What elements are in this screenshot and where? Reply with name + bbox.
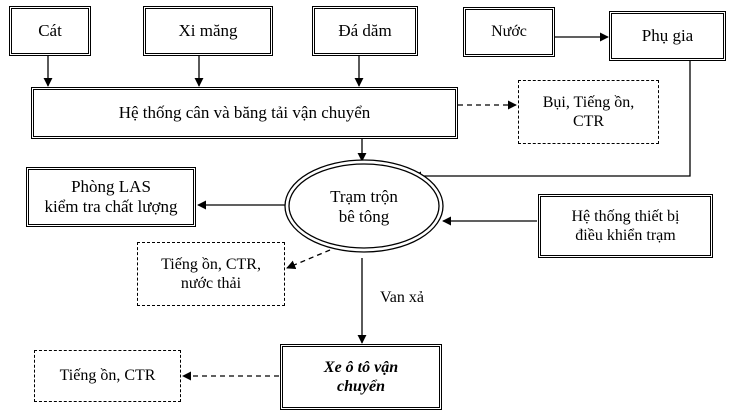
node-tieng-on-ctr-nuoc-thai: Tiếng ồn, CTR, nước thải	[137, 242, 285, 306]
node-bui-tieng-on-line2: CTR	[572, 113, 605, 130]
node-phong-las: Phòng LAS kiểm tra chất lượng	[26, 167, 196, 227]
node-cat: Cát	[9, 6, 91, 56]
tram-tron-inner	[288, 163, 440, 249]
arrow-tramtron-to-nuocthai	[286, 249, 331, 270]
node-nuoc-label: Nước	[491, 23, 527, 41]
node-da-dam-label: Đá dăm	[338, 20, 392, 40]
node-phong-las-line1: Phòng LAS	[71, 176, 151, 196]
node-he-thong-can: Hệ thống cân và băng tải vận chuyển	[31, 87, 458, 139]
node-bui-tieng-on: Bụi, Tiếng ồn, CTR	[518, 80, 659, 144]
node-tram-tron-line2: bê tông	[338, 207, 390, 226]
node-nuoc: Nước	[463, 7, 555, 57]
node-xi-mang: Xi măng	[143, 6, 273, 56]
node-he-thong-thiet-bi: Hệ thống thiết bị điều khiển trạm	[538, 194, 713, 258]
node-tieng-on-ctr: Tiếng ồn, CTR	[34, 350, 181, 402]
node-xe-o-to-line2: chuyển	[337, 378, 385, 395]
node-tram-tron-text: Trạm trộn bê tông	[300, 181, 428, 233]
node-xe-o-to-line1: Xe ô tô vận	[323, 358, 399, 376]
node-bui-tieng-on-line1: Bụi, Tiếng ồn,	[542, 93, 635, 111]
node-xe-o-to: Xe ô tô vận chuyển	[280, 344, 442, 410]
node-tieng-on-ctr-label: Tiếng ồn, CTR	[59, 367, 156, 385]
node-he-thong-thiet-bi-line2: điều khiển trạm	[575, 227, 676, 244]
node-tram-tron-line1: Trạm trộn	[330, 186, 398, 206]
node-tieng-on-ctr-nuoc-thai-line1: Tiếng ồn, CTR,	[161, 255, 261, 273]
node-phong-las-line2: kiểm tra chất lượng	[44, 197, 178, 216]
tram-tron-outer	[284, 159, 444, 253]
node-phu-gia-label: Phụ gia	[641, 25, 694, 45]
node-tieng-on-ctr-nuoc-thai-line2: nước thải	[180, 275, 242, 292]
node-xi-mang-label: Xi măng	[178, 20, 238, 40]
node-cat-label: Cát	[38, 20, 62, 40]
node-he-thong-can-label: Hệ thống cân và băng tải vận chuyển	[118, 102, 371, 122]
arrow-phugia-to-tramtron	[412, 61, 691, 181]
node-phu-gia: Phụ gia	[609, 11, 726, 61]
label-van-xa: Van xả	[380, 289, 424, 306]
node-da-dam: Đá dăm	[312, 6, 418, 56]
node-he-thong-thiet-bi-line1: Hệ thống thiết bị	[571, 207, 680, 225]
